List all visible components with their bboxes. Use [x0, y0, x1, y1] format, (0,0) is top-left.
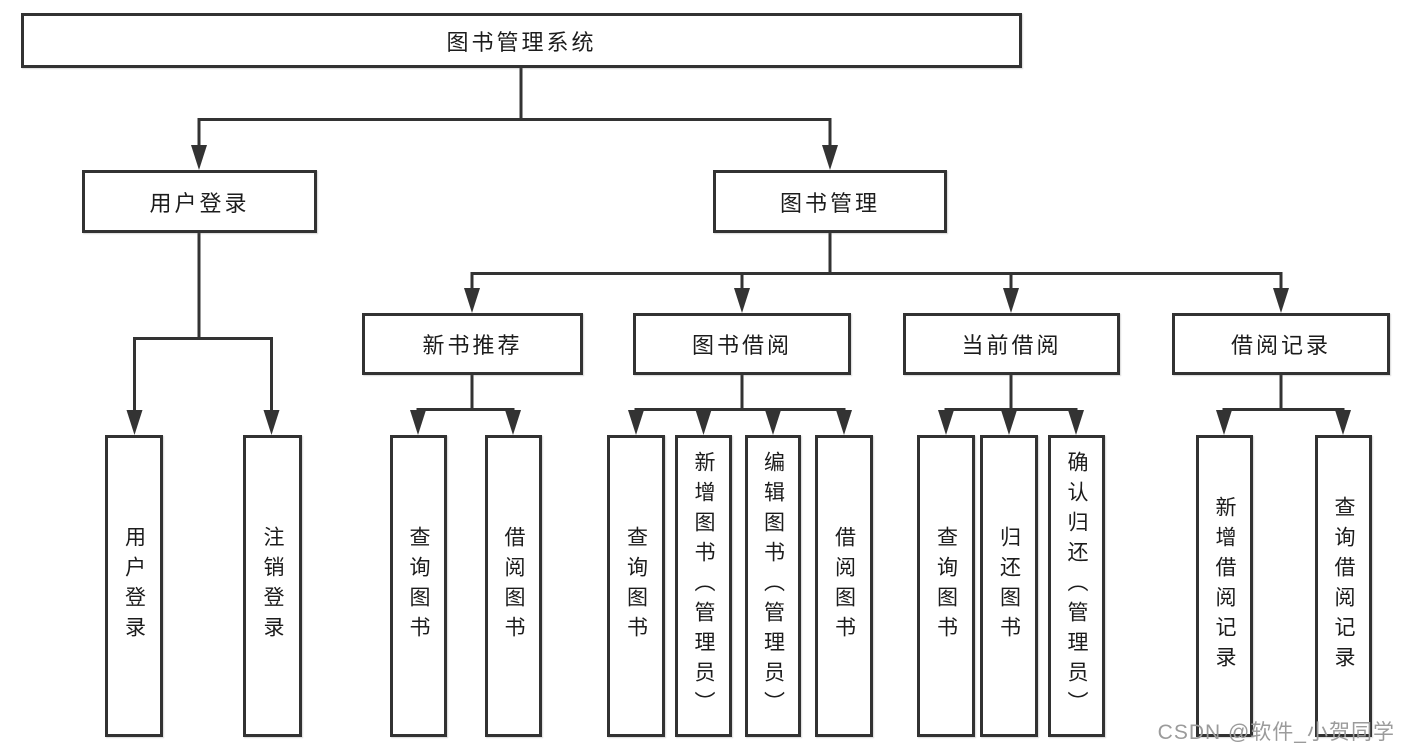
leaf-query-books-recommend: 查询图书 — [390, 435, 447, 737]
leaf-return-books: 归还图书 — [980, 435, 1038, 737]
leaf-logout: 注销登录 — [243, 435, 302, 737]
edge-borrow-records-to-leaves — [1222, 375, 1345, 416]
arrow-down-icon — [822, 145, 838, 170]
edge-book-management-to-level3 — [470, 233, 1283, 293]
node-book-borrowing: 图书借阅 — [633, 313, 851, 375]
node-label: 当前借阅 — [961, 333, 1062, 358]
leaf-query-books-current: 查询图书 — [917, 435, 975, 737]
arrowheads — [126, 145, 1351, 435]
leaf-edit-book-admin: 编辑图书（管理员） — [745, 435, 801, 737]
arrow-down-icon — [1335, 410, 1351, 435]
arrow-down-icon — [1273, 288, 1289, 313]
leaf-add-borrow-record: 新增借阅记录 — [1196, 435, 1253, 737]
node-label: 借阅图书 — [832, 526, 856, 646]
edge-user-login-to-leaves — [133, 233, 273, 415]
node-label: 借阅记录 — [1230, 333, 1331, 358]
csdn-watermark: CSDN @软件_小贺同学 — [1157, 721, 1395, 744]
arrow-down-icon — [263, 410, 280, 435]
connector-lines — [133, 68, 1345, 416]
arrow-down-icon — [695, 410, 712, 435]
node-label: 查询图书 — [407, 526, 430, 646]
node-label: 图书借阅 — [691, 333, 792, 358]
arrow-down-icon — [734, 288, 750, 313]
arrow-down-icon — [126, 410, 143, 435]
node-label: 查询图书 — [624, 526, 648, 646]
node-label: 新书推荐 — [422, 333, 523, 358]
node-label: 确认归还（管理员） — [1065, 451, 1088, 721]
node-label: 归还图书 — [997, 526, 1021, 646]
arrow-down-icon — [1001, 410, 1017, 435]
arrow-down-icon — [1216, 410, 1232, 435]
leaf-confirm-return-admin: 确认归还（管理员） — [1048, 435, 1105, 737]
leaf-borrow-books: 借阅图书 — [815, 435, 873, 737]
leaf-query-books-borrow: 查询图书 — [607, 435, 665, 737]
edge-book-borrow-to-leaves — [634, 375, 846, 416]
arrow-down-icon — [505, 410, 521, 435]
arrow-down-icon — [1068, 410, 1084, 435]
node-label: 借阅图书 — [502, 526, 525, 646]
node-label: 用户登录 — [122, 526, 146, 646]
leaf-user-login: 用户登录 — [105, 435, 163, 737]
node-label: 注销登录 — [261, 526, 284, 646]
leaf-query-borrow-record: 查询借阅记录 — [1315, 435, 1372, 737]
node-book-management: 图书管理 — [713, 170, 947, 233]
node-new-book-recommend: 新书推荐 — [362, 313, 583, 375]
node-library-management-system: 图书管理系统 — [21, 13, 1022, 68]
node-label: 查询图书 — [934, 526, 958, 646]
arrow-down-icon — [410, 410, 426, 435]
node-user-login: 用户登录 — [82, 170, 317, 233]
node-current-borrowing: 当前借阅 — [903, 313, 1120, 375]
node-borrow-records: 借阅记录 — [1172, 313, 1390, 375]
edge-current-borrow-to-leaves — [944, 375, 1078, 416]
leaf-add-book-admin: 新增图书（管理员） — [675, 435, 732, 737]
arrow-down-icon — [938, 410, 954, 435]
node-label: 图书管理系统 — [446, 29, 597, 55]
node-label: 新增借阅记录 — [1213, 496, 1236, 676]
arrow-down-icon — [191, 145, 207, 170]
arrow-down-icon — [628, 410, 644, 435]
edge-new-book-to-leaves — [416, 375, 515, 416]
edge-root-to-level2 — [197, 68, 832, 150]
node-label: 用户登录 — [149, 190, 250, 216]
arrow-down-icon — [464, 288, 480, 313]
arrow-down-icon — [836, 410, 852, 435]
node-label: 查询借阅记录 — [1332, 496, 1355, 676]
node-label: 图书管理 — [779, 190, 880, 216]
leaf-borrow-books-recommend: 借阅图书 — [485, 435, 542, 737]
node-label: 编辑图书（管理员） — [761, 451, 785, 721]
arrow-down-icon — [765, 410, 781, 435]
arrow-down-icon — [1003, 288, 1019, 313]
node-label: 新增图书（管理员） — [692, 451, 715, 721]
